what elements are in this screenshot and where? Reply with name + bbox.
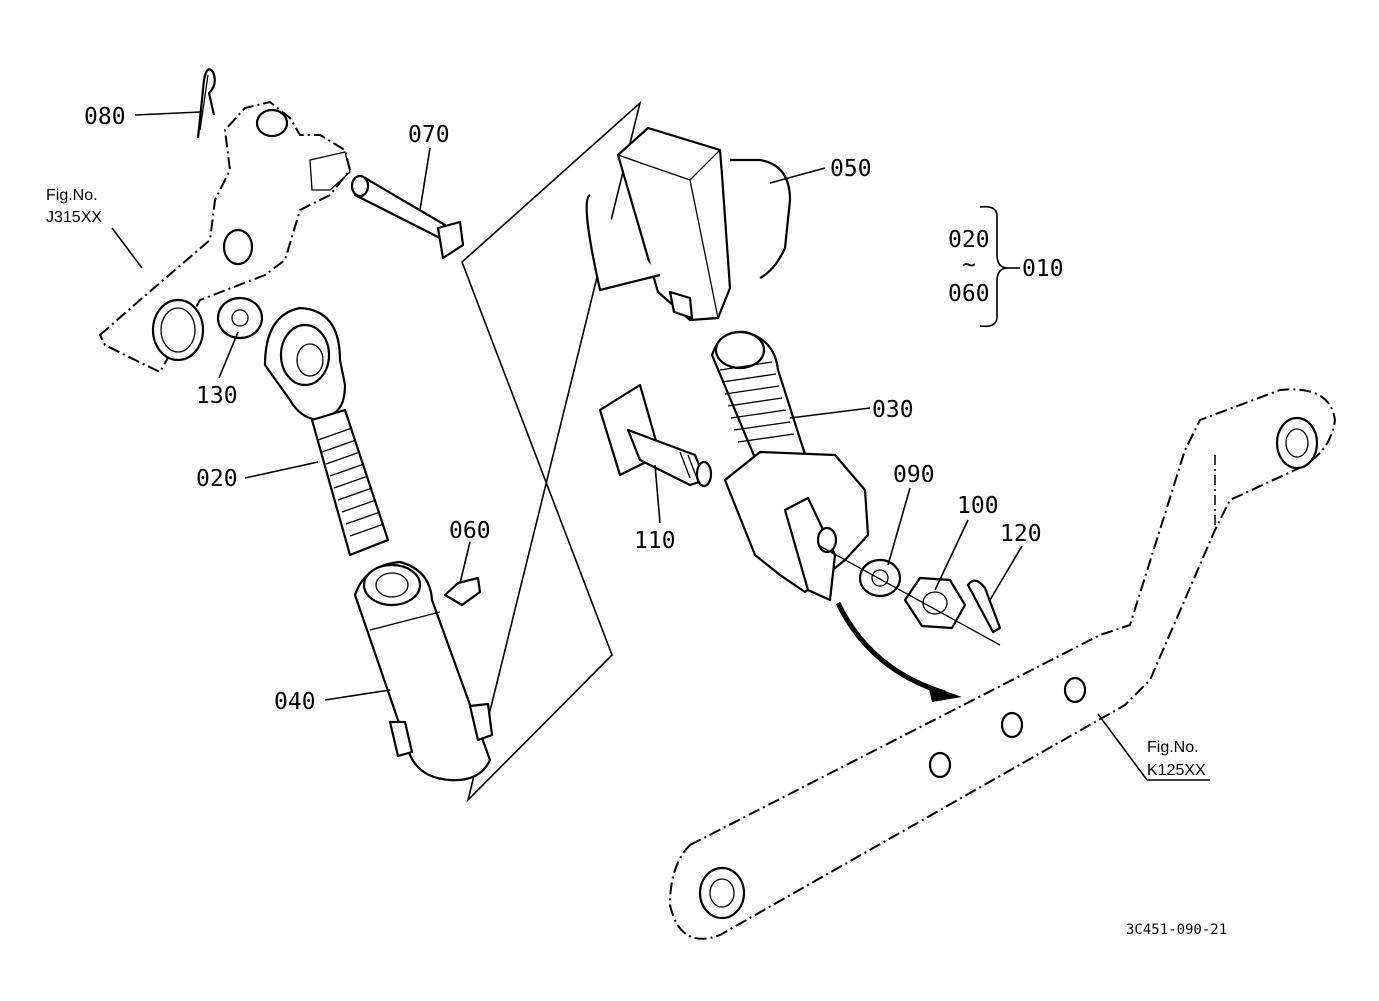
washer-090: [858, 558, 902, 598]
lift-arm-reference-part: [99, 101, 351, 373]
label-060-range-end: 060: [948, 281, 990, 307]
flat-washer: [216, 296, 264, 340]
label-090: 090: [893, 462, 935, 488]
hair-pin-clip: [196, 68, 216, 139]
lower-link-reference-part: [669, 388, 1336, 940]
grease-fitting: [443, 576, 482, 607]
castle-nut: [903, 576, 967, 630]
label-020: 020: [196, 466, 238, 492]
label-010: 010: [1022, 256, 1064, 282]
figure-ref-right-code: K125XX: [1147, 762, 1206, 779]
label-050: 050: [830, 156, 872, 182]
flat-head-bolt: [598, 383, 713, 488]
clevis-pin: [350, 174, 465, 260]
rod-end-threaded: [263, 306, 390, 557]
top-link-bracket: [585, 126, 792, 322]
label-060: 060: [449, 518, 491, 544]
assembly-axis-line: [817, 544, 1001, 646]
label-100: 100: [957, 493, 999, 519]
figure-ref-left-title: Fig.No.: [46, 187, 98, 204]
label-120: 120: [1000, 521, 1042, 547]
figure-ref-right-title: Fig.No.: [1147, 739, 1199, 756]
drawing-number: 3C451-090-21: [1126, 922, 1227, 938]
kit-bracket: [979, 205, 1009, 328]
threaded-clevis: [710, 330, 870, 602]
assembly-arrow: [835, 601, 946, 696]
adjusting-tube: [353, 560, 494, 782]
cotter-pin: [966, 579, 1002, 634]
label-070: 070: [408, 122, 450, 148]
label-040: 040: [274, 689, 316, 715]
label-020-range-start: 020: [948, 227, 990, 253]
label-range-tilde: ~: [962, 252, 976, 278]
assembly-group-frame: [461, 100, 642, 803]
label-080: 080: [84, 104, 126, 130]
label-030: 030: [872, 397, 914, 423]
leader-lines: [111, 111, 1210, 781]
label-110: 110: [634, 528, 676, 554]
figure-ref-left-code: J315XX: [46, 209, 102, 226]
label-130: 130: [196, 383, 238, 409]
assembly-arrow-head: [928, 685, 962, 702]
